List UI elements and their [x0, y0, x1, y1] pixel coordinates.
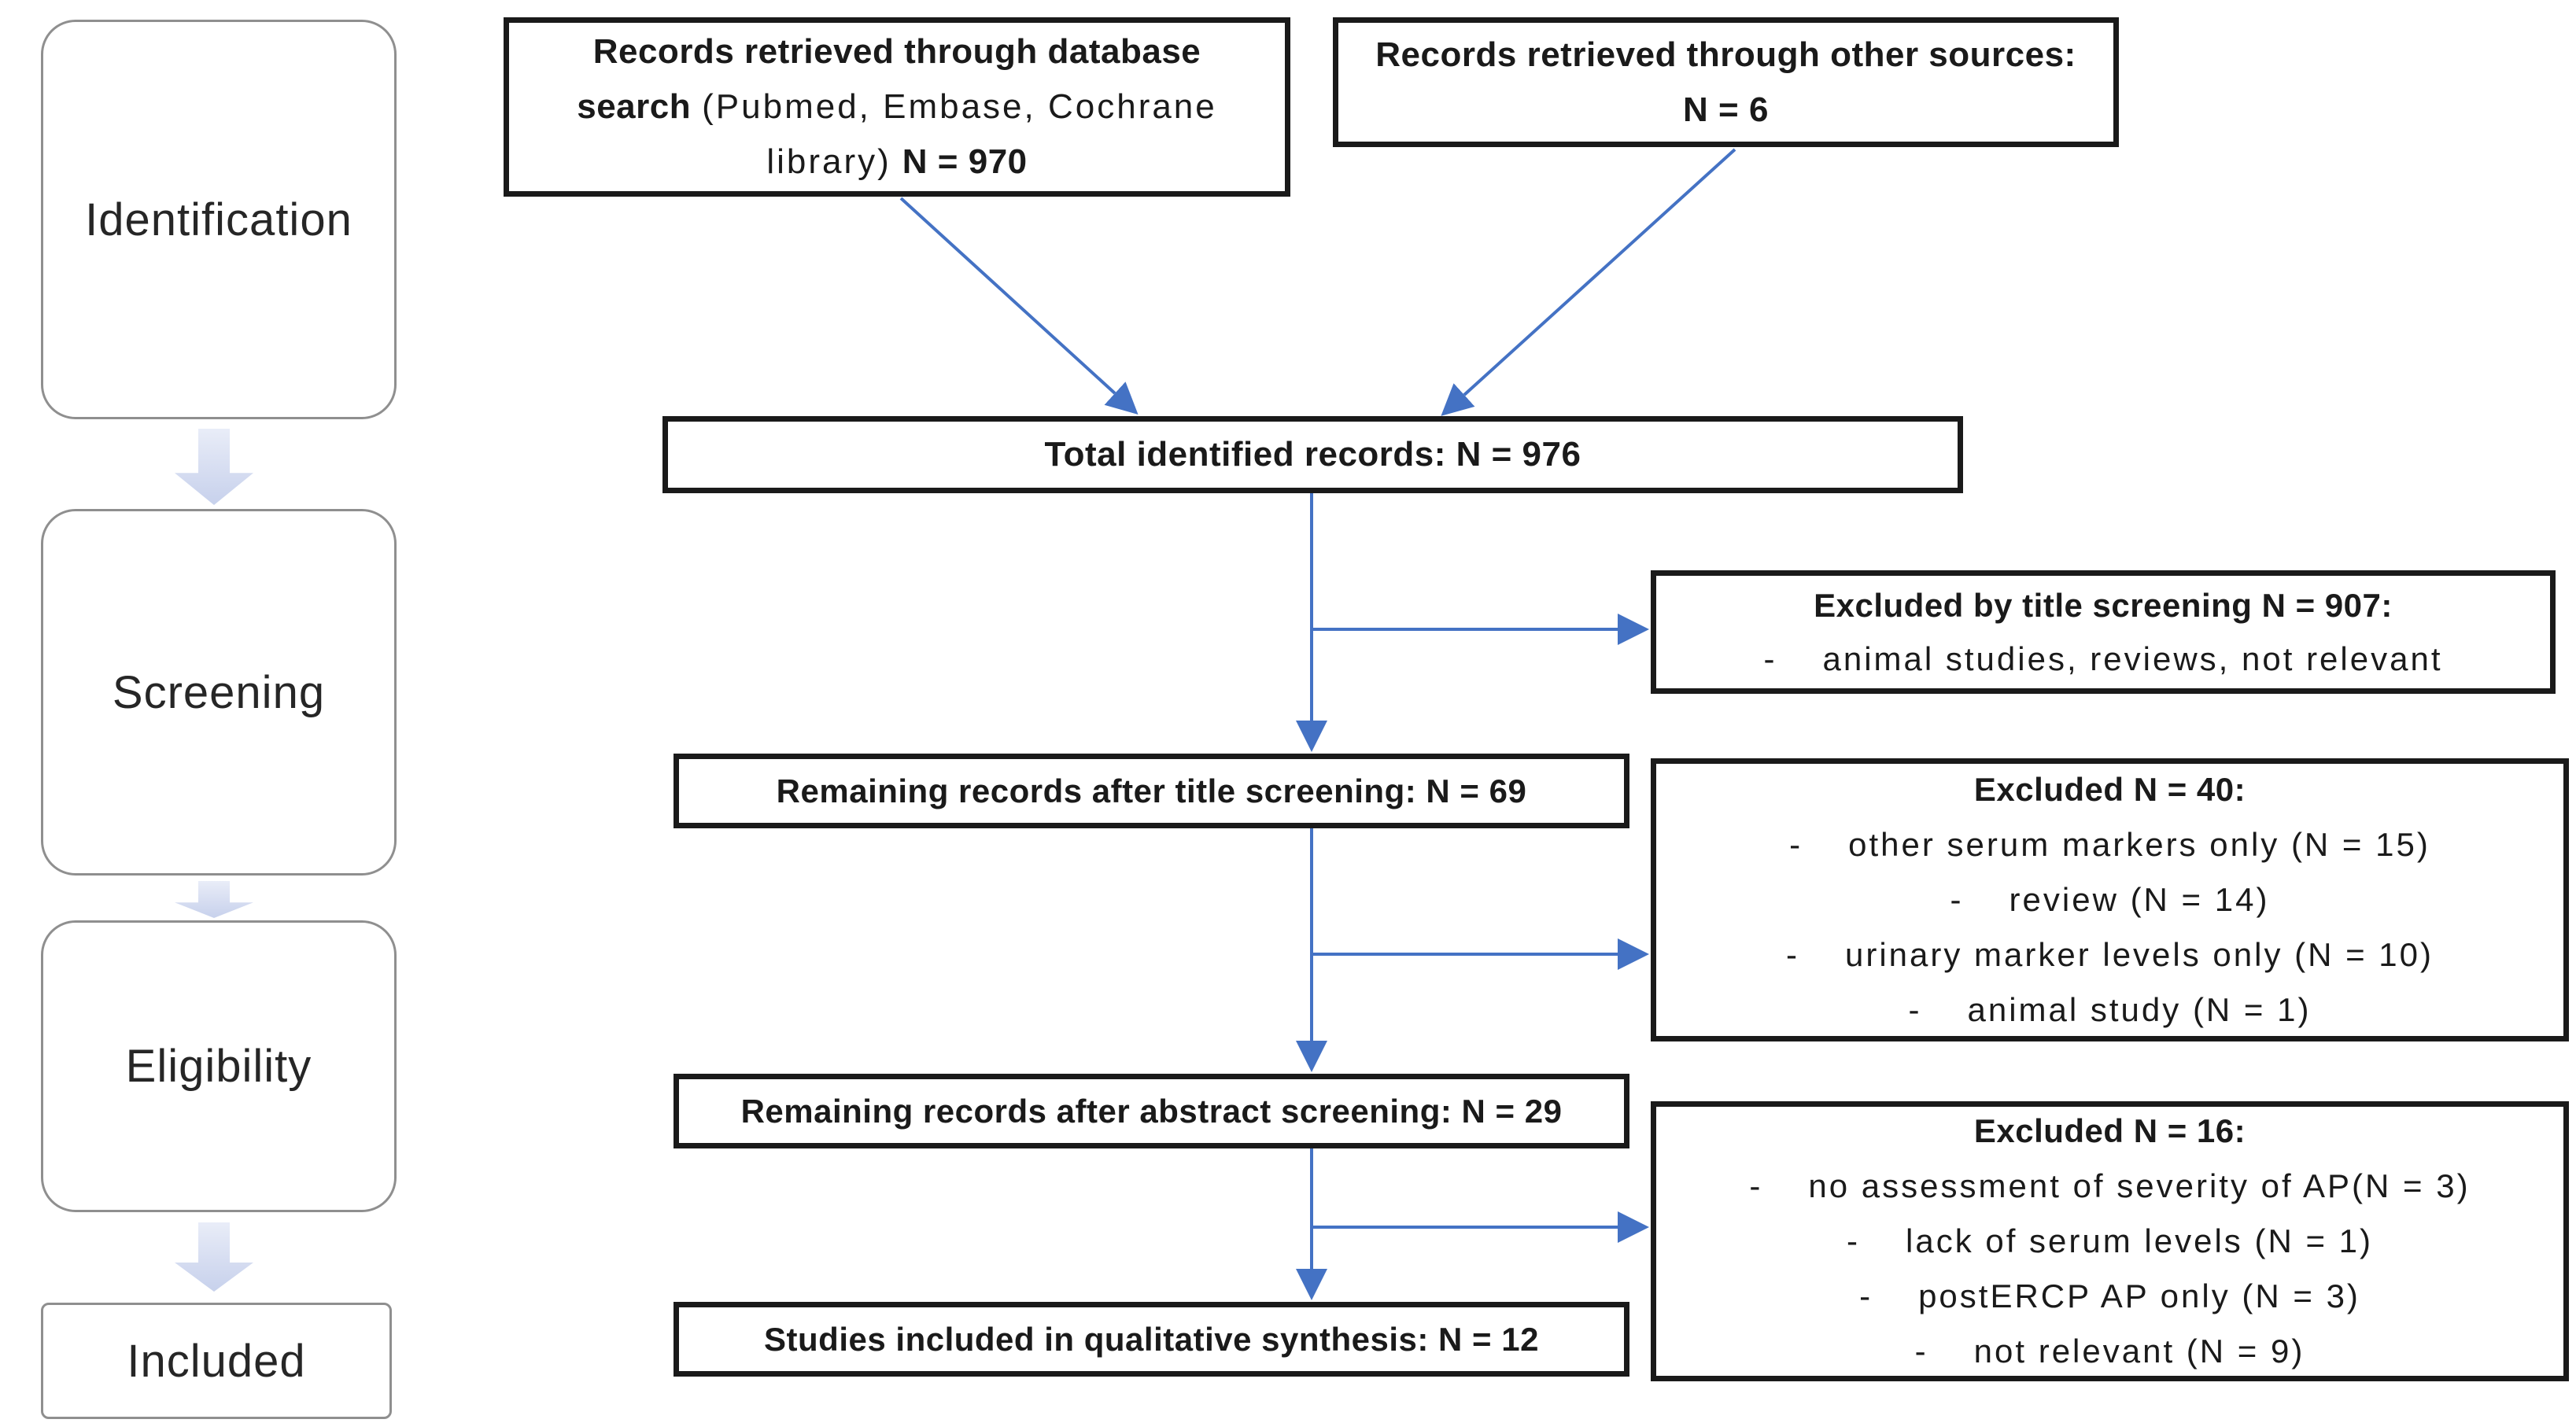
- box-remaining-title-screening: Remaining records after title screening:…: [674, 754, 1629, 828]
- box-excluded-title-screening: Excluded by title screening N = 907: - an…: [1651, 570, 2556, 694]
- excluded-item-text: review (N = 14): [2009, 881, 2270, 918]
- stage-screening: Screening: [41, 509, 397, 876]
- other-sources-line2: N = 6: [1683, 90, 1769, 129]
- excluded-full-text-title: Excluded N = 16:: [1973, 1112, 2246, 1149]
- excluded-abstract-screening-title: Excluded N = 40:: [1973, 771, 2246, 808]
- bullet-dash: -: [1763, 640, 1777, 677]
- bullet-dash: -: [1789, 826, 1803, 863]
- excluded-item: - animal study (N = 1): [1786, 982, 2434, 1038]
- excluded-item-text: not relevant (N = 9): [1973, 1333, 2305, 1370]
- stage-identification-label: Identification: [85, 194, 352, 245]
- stage-screening-label: Screening: [112, 666, 326, 718]
- bullet-dash: -: [1950, 881, 1964, 918]
- excluded-item-text: other serum markers only (N = 15): [1848, 826, 2430, 863]
- excluded-item-text: animal study (N = 1): [1967, 991, 2312, 1028]
- excluded-item: - postERCP AP only (N = 3): [1749, 1269, 2470, 1324]
- database-search-line3: library)N = 970: [766, 142, 1028, 181]
- box-excluded-abstract-screening: Excluded N = 40: - other serum markers on…: [1651, 758, 2569, 1041]
- bullet-dash: -: [1914, 1333, 1928, 1370]
- excluded-full-text-items: -no assessment of severity of AP(N = 3)-…: [1749, 1159, 2470, 1379]
- box-included-synthesis: Studies included in qualitative synthesi…: [674, 1302, 1629, 1377]
- remaining-abstract-screening-label: Remaining records after abstract screeni…: [740, 1092, 1563, 1130]
- excluded-item: - lack of serum levels (N = 1): [1749, 1214, 2470, 1269]
- bullet-dash: -: [1908, 991, 1922, 1028]
- excluded-item-text: urinary marker levels only (N = 10): [1844, 936, 2434, 973]
- box-total-identified: Total identified records: N = 976: [662, 416, 1963, 493]
- excluded-abstract-screening-items: - other serum markers only (N = 15) - revie…: [1786, 817, 2434, 1038]
- database-search-line1: Records retrieved through database: [592, 32, 1201, 71]
- total-identified-label: Total identified records: N = 976: [1044, 435, 1581, 474]
- database-search-line2: search(Pubmed, Embase, Cochrane: [577, 87, 1217, 126]
- included-synthesis-label: Studies included in qualitative synthesi…: [764, 1320, 1539, 1358]
- stage-included: Included: [41, 1303, 392, 1419]
- down-block-arrow-icon: [175, 1222, 253, 1292]
- box-excluded-full-text: Excluded N = 16: - no assessment of sever…: [1651, 1101, 2569, 1381]
- excluded-item: - animal studies, reviews, not relevant: [1764, 632, 2443, 686]
- excluded-item-text: lack of serum levels (N = 1): [1906, 1222, 2373, 1259]
- bullet-dash: -: [1859, 1277, 1873, 1314]
- excluded-title-screening-items: - animal studies, reviews, not relevant: [1764, 632, 2443, 686]
- excluded-item: - urinary marker levels only (N = 10): [1786, 927, 2434, 982]
- excluded-title-screening-title: Excluded by title screening N = 907:: [1814, 586, 2393, 624]
- bullet-dash: -: [1785, 936, 1799, 973]
- bullet-dash: -: [1749, 1167, 1763, 1204]
- stage-eligibility-label: Eligibility: [125, 1041, 312, 1092]
- excluded-item: - not relevant (N = 9): [1749, 1324, 2470, 1379]
- stage-eligibility: Eligibility: [41, 920, 397, 1212]
- stage-included-label: Included: [127, 1335, 306, 1387]
- excluded-item-text: no assessment of severity of AP(N = 3): [1808, 1167, 2471, 1204]
- arrow-database-to-total: [899, 197, 1139, 415]
- excluded-item: - review (N = 14): [1786, 872, 2434, 927]
- stage-identification: Identification: [41, 20, 397, 419]
- down-block-arrow-icon: [175, 429, 253, 505]
- excluded-item-text: postERCP AP only (N = 3): [1918, 1277, 2360, 1314]
- other-sources-line1: Records retrieved through other sources:: [1375, 35, 2076, 74]
- down-block-arrow-icon: [175, 881, 253, 918]
- excluded-item: - no assessment of severity of AP(N = 3): [1749, 1159, 2470, 1214]
- excluded-item-text: animal studies, reviews, not relevant: [1822, 640, 2443, 677]
- box-database-search: Records retrieved through database searc…: [504, 17, 1290, 197]
- arrow-other-sources-to-total: [1441, 148, 1736, 416]
- remaining-title-screening-label: Remaining records after title screening:…: [776, 772, 1527, 809]
- box-remaining-abstract-screening: Remaining records after abstract screeni…: [674, 1074, 1629, 1148]
- box-other-sources: Records retrieved through other sources:…: [1333, 17, 2119, 147]
- bullet-dash: -: [1847, 1222, 1860, 1259]
- excluded-item: - other serum markers only (N = 15): [1786, 817, 2434, 872]
